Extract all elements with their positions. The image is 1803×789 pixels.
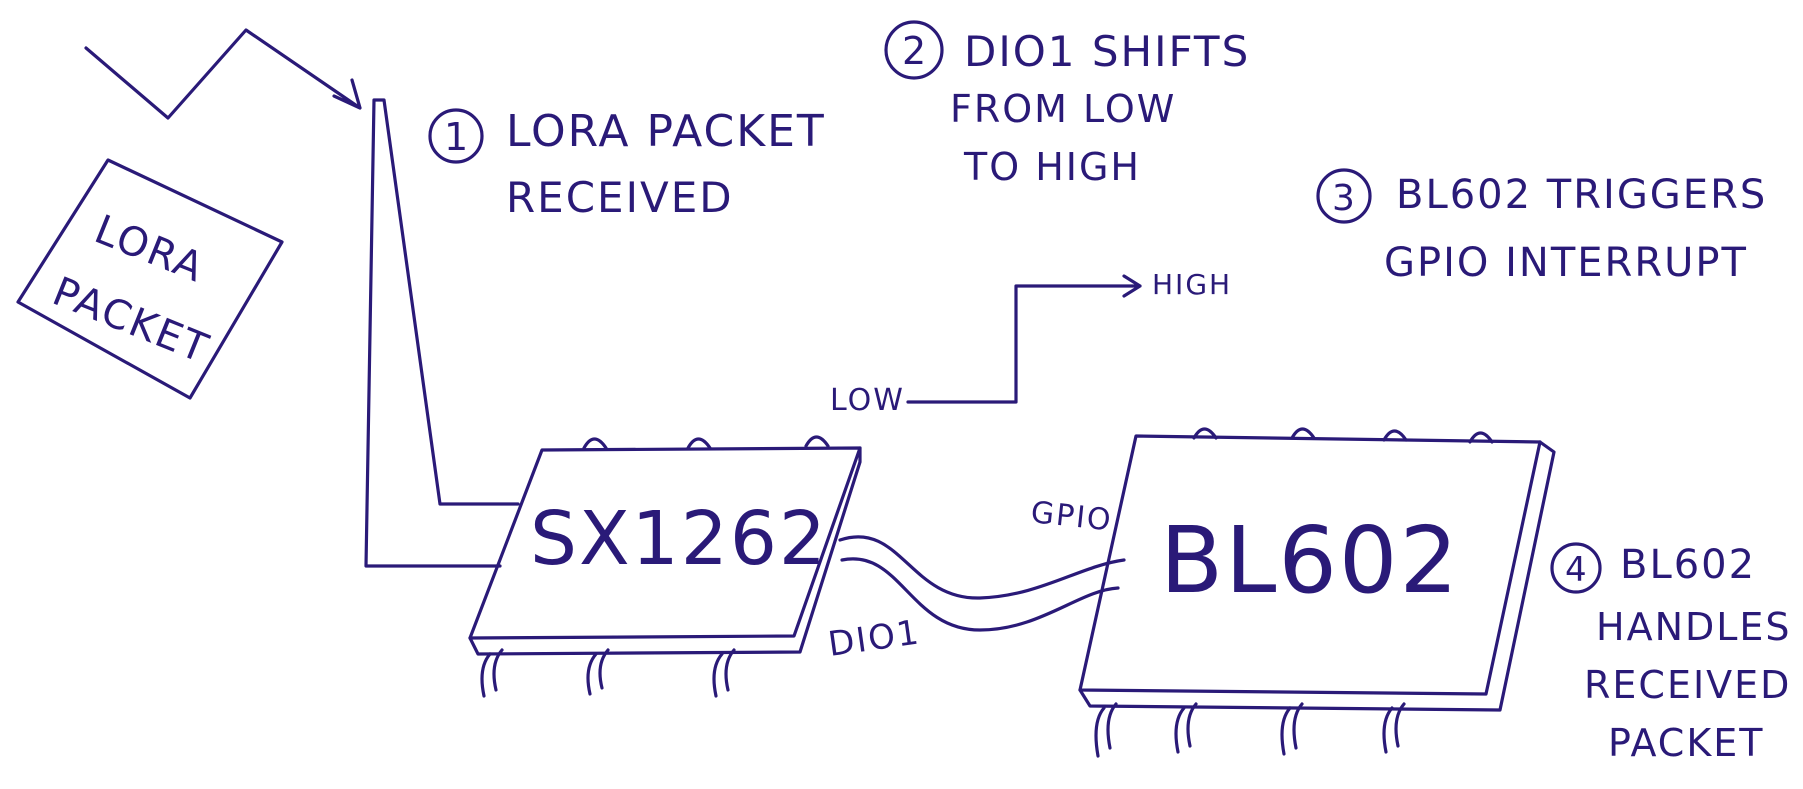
- signal-waveform: LOW HIGH: [830, 268, 1232, 418]
- step-2-annotation: 2 DIO1 SHIFTS FROM LOW TO HIGH: [884, 20, 1250, 189]
- step-4-line-4: PACKET: [1608, 721, 1765, 765]
- signal-low-label: LOW: [830, 383, 905, 418]
- step-4-line-2: HANDLES: [1596, 605, 1792, 649]
- antenna: [364, 98, 520, 568]
- signal-high-label: HIGH: [1152, 268, 1232, 301]
- dio1-gpio-wire: [838, 535, 1126, 600]
- sx1262-label: SX1262: [530, 496, 828, 582]
- step-2-line-2: FROM LOW: [950, 87, 1176, 131]
- dio1-label: DIO1: [826, 612, 923, 664]
- step-2-line-1: DIO1 SHIFTS: [964, 27, 1250, 76]
- step-4-annotation: 4 BL602 HANDLES RECEIVED PACKET: [1550, 542, 1792, 765]
- step-4-number: 4: [1565, 550, 1589, 590]
- gpio-label: GPIO: [1029, 495, 1114, 538]
- step-3-annotation: 3 BL602 TRIGGERS GPIO INTERRUPT: [1316, 168, 1767, 286]
- lora-packet-card: LORA PACKET: [16, 158, 284, 400]
- step-1-number: 1: [444, 115, 470, 159]
- step-2-line-3: TO HIGH: [963, 145, 1141, 189]
- bl602-label: BL602: [1160, 507, 1460, 614]
- bl602-chip: BL602: [1078, 427, 1556, 758]
- step-1-line-1: LORA PACKET: [506, 106, 826, 157]
- step-4-line-1: BL602: [1620, 542, 1756, 588]
- step-1-annotation: 1 LORA PACKET RECEIVED: [428, 106, 826, 222]
- sx1262-chip: SX1262: [468, 435, 862, 698]
- radio-wave-arrow: [84, 28, 362, 120]
- step-4-line-3: RECEIVED: [1584, 663, 1791, 707]
- step-3-number: 3: [1332, 178, 1357, 219]
- step-3-line-1: BL602 TRIGGERS: [1396, 172, 1767, 218]
- packet-label-line-1: LORA: [88, 207, 211, 292]
- step-2-number: 2: [902, 29, 928, 73]
- step-1-line-2: RECEIVED: [506, 173, 734, 222]
- step-3-line-2: GPIO INTERRUPT: [1384, 240, 1748, 286]
